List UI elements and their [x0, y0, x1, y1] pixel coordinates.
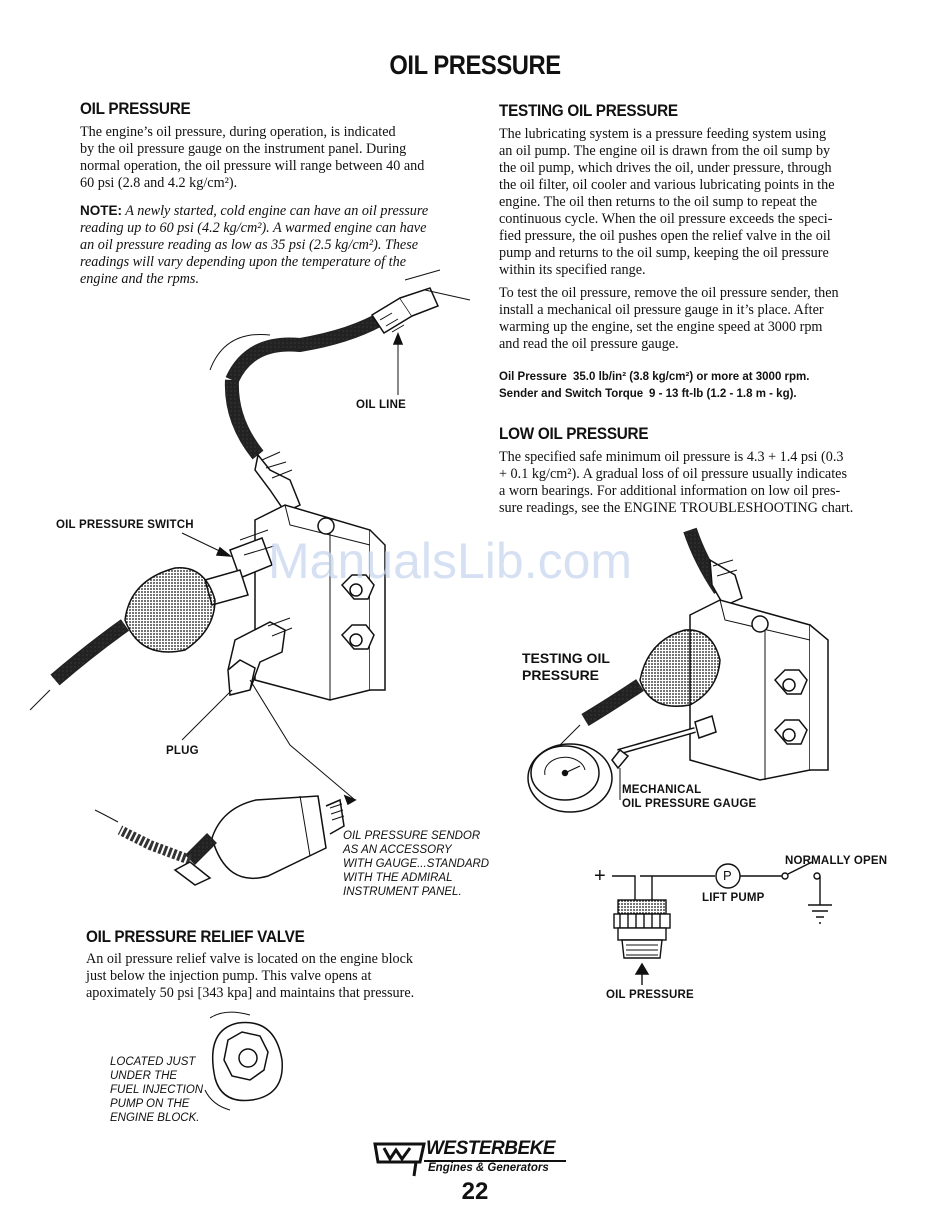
caption-line: UNDER THE — [110, 1070, 178, 1082]
text-line: sure readings, see the ENGINE TROUBLESHO… — [499, 500, 854, 516]
oil-pressure-note: NOTE: A newly started, cold engine can h… — [80, 202, 470, 288]
relief-valve-caption: LOCATED JUST UNDER THE FUEL INJECTION PU… — [110, 1055, 203, 1125]
label-line: TESTING OIL — [522, 650, 610, 666]
label-line: OIL PRESSURE GAUGE — [622, 798, 757, 810]
relief-valve-heading: OIL PRESSURE RELIEF VALVE — [86, 927, 305, 946]
page-title: OIL PRESSURE — [389, 50, 561, 80]
text-line: The engine’s oil pressure, during operat… — [80, 124, 396, 140]
text-line: NOTE: A newly started, cold engine can h… — [80, 202, 470, 220]
caption-line: INSTRUMENT PANEL. — [343, 886, 462, 898]
spec-value: 35.0 lb/in² (3.8 kg/cm²) or more at 3000… — [573, 371, 810, 383]
caption-line: WITH GAUGE...STANDARD — [343, 858, 490, 870]
testing-oil-pressure-label: TESTING OIL PRESSURE — [522, 650, 610, 684]
spec-value: 9 - 13 ft-lb (1.2 - 1.8 m - kg). — [649, 388, 797, 400]
westerbeke-w-icon — [373, 1142, 426, 1177]
caption-line: WITH THE ADMIRAL — [343, 872, 453, 884]
caption-line: OIL PRESSURE SENDOR — [343, 830, 481, 842]
logo-subtitle: Engines & Generators — [428, 1162, 549, 1174]
logo-rule — [424, 1160, 566, 1162]
oil-line-label: OIL LINE — [356, 399, 406, 411]
text-line: an oil pump. The engine oil is drawn fro… — [499, 143, 831, 159]
text-line: readings will vary depending upon the te… — [80, 254, 406, 270]
text-line: an oil pressure reading as low as 35 psi… — [80, 237, 419, 253]
sendor-caption: OIL PRESSURE SENDOR AS AN ACCESSORY WITH… — [343, 829, 489, 899]
text-line: The specified safe minimum oil pressure … — [499, 449, 844, 465]
testing-heading: TESTING OIL PRESSURE — [499, 101, 678, 120]
oil-pressure-schematic — [612, 861, 832, 985]
watermark: ManualsLib.com — [268, 533, 633, 589]
text-line: fied pressure, the oil pushes open the r… — [499, 228, 831, 244]
text-line: To test the oil pressure, remove the oil… — [499, 285, 839, 301]
text-line: 60 psi (2.8 and 4.2 kg/cm²). — [80, 175, 238, 191]
text-line: engine and the rpms. — [80, 271, 200, 287]
text-line: apoximately 50 psi [343 kpa] and maintai… — [86, 985, 415, 1001]
text-line: within its specified range. — [499, 262, 646, 278]
label-line: MECHANICAL — [622, 784, 702, 796]
text-line: a worn bearings. For additional informat… — [499, 483, 841, 499]
relief-valve-paragraph: An oil pressure relief valve is located … — [86, 951, 476, 1002]
spec-label: Sender and Switch Torque — [499, 388, 644, 400]
text-line: normal operation, the oil pressure will … — [80, 158, 425, 174]
testing-gauge-illustration — [527, 527, 829, 813]
caption-line: LOCATED JUST — [110, 1056, 196, 1068]
oil-pressure-paragraph: The engine’s oil pressure, during operat… — [80, 124, 470, 192]
label-line: PRESSURE — [522, 667, 600, 683]
low-oil-heading: LOW OIL PRESSURE — [499, 424, 649, 443]
text-line: + 0.1 kg/cm²). A gradual loss of oil pre… — [499, 466, 847, 482]
spec-row: Oil Pressure 35.0 lb/in² (3.8 kg/cm²) or … — [499, 369, 809, 386]
low-oil-paragraph: The specified safe minimum oil pressure … — [499, 449, 879, 517]
text-line: by the oil pressure gauge on the instrum… — [80, 141, 407, 157]
text-line: install a mechanical oil pressure gauge … — [499, 302, 824, 318]
oil-pressure-heading: OIL PRESSURE — [80, 99, 191, 118]
text-line: pump and returns to the oil sump, keepin… — [499, 245, 829, 261]
text-line: the oil pump, which drives the oil, unde… — [499, 160, 832, 176]
spec-table: Oil Pressure 35.0 lb/in² (3.8 kg/cm²) or … — [499, 369, 809, 403]
note-label: NOTE: — [80, 203, 122, 218]
westerbeke-logo: WESTERBEKE Engines & Generators — [372, 1138, 572, 1180]
mechanical-gauge-label: MECHANICAL OIL PRESSURE GAUGE — [622, 783, 756, 811]
text-line: the oil filter, oil cooler and various l… — [499, 177, 835, 193]
caption-line: ENGINE BLOCK. — [110, 1112, 200, 1124]
logo-name: WESTERBEKE — [426, 1138, 556, 1159]
plus-terminal: + — [594, 865, 606, 887]
text-line: continuous cycle. When the oil pressure … — [499, 211, 833, 227]
text-line: reading up to 60 psi (4.2 kg/cm²). A war… — [80, 220, 427, 236]
lift-pump-label: LIFT PUMP — [702, 892, 765, 904]
pump-symbol-letter: P — [723, 868, 732, 883]
caption-line: PUMP ON THE — [110, 1098, 190, 1110]
text-line: engine. The oil then returns to the oil … — [499, 194, 818, 210]
caption-line: AS AN ACCESSORY — [343, 844, 452, 856]
spec-row: Sender and Switch Torque 9 - 13 ft-lb (1.… — [499, 386, 809, 403]
testing-paragraph-2: To test the oil pressure, remove the oil… — [499, 285, 879, 353]
text-line: warming up the engine, set the engine sp… — [499, 319, 823, 335]
text-line: The lubricating system is a pressure fee… — [499, 126, 827, 142]
testing-paragraph-1: The lubricating system is a pressure fee… — [499, 126, 879, 279]
caption-line: FUEL INJECTION — [110, 1084, 204, 1096]
text-line: An oil pressure relief valve is located … — [86, 951, 413, 967]
page-number: 22 — [461, 1178, 489, 1205]
normally-open-label: NORMALLY OPEN — [785, 855, 888, 867]
oil-pressure-switch-label: OIL PRESSURE SWITCH — [56, 519, 194, 531]
plug-label: PLUG — [166, 745, 199, 757]
spec-label: Oil Pressure — [499, 371, 567, 383]
text-line: and read the oil pressure gauge. — [499, 336, 679, 352]
oil-pressure-arrow-label: OIL PRESSURE — [606, 989, 694, 1001]
relief-valve-illustration — [204, 1011, 283, 1111]
text-line: just below the injection pump. This valv… — [86, 968, 372, 984]
note-line: A newly started, cold engine can have an… — [125, 203, 429, 219]
